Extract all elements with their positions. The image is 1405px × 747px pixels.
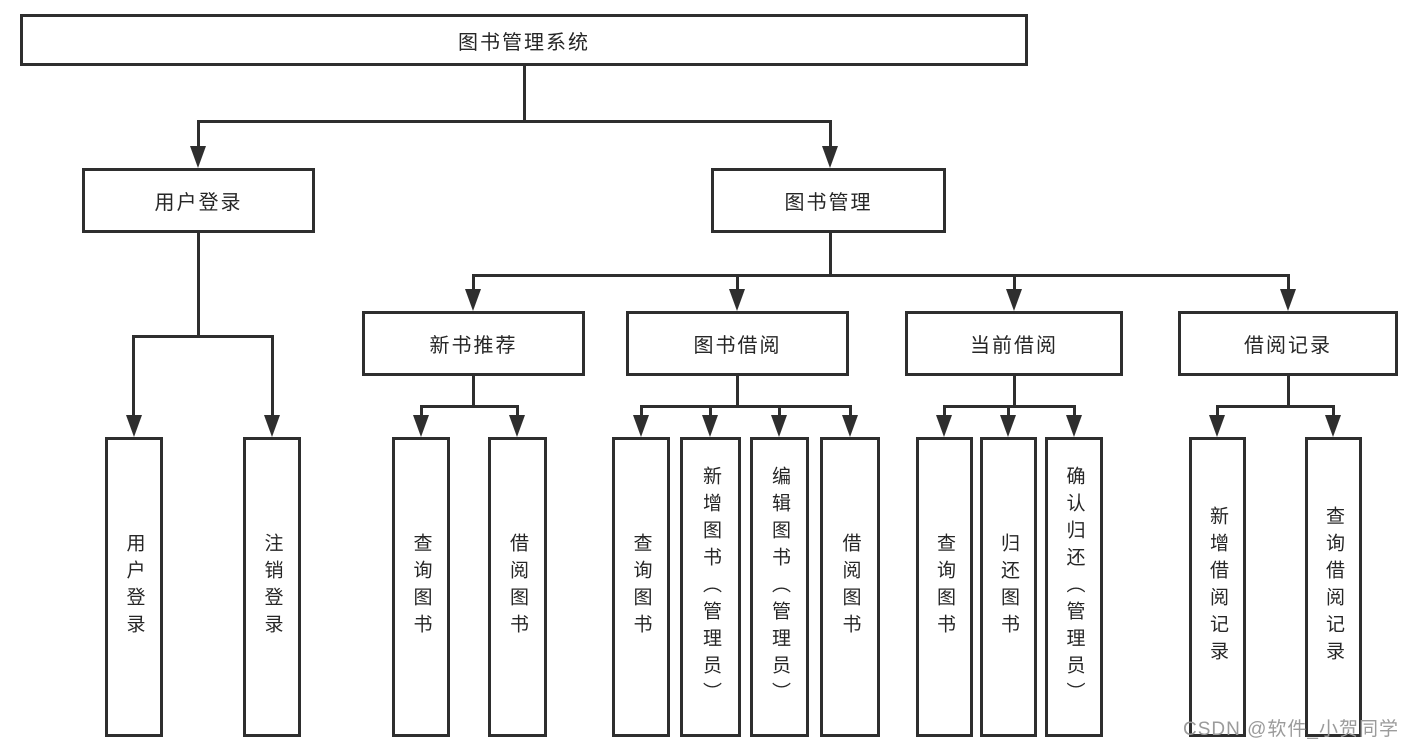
down-arrowhead-icon [771, 415, 787, 437]
new-book-stem-line [472, 376, 475, 405]
drop-line-borrow-records [1287, 274, 1290, 290]
leaf-user-login: 用户登录 [105, 437, 163, 737]
drop-line-current-borrow [1013, 274, 1016, 290]
leaf-query-borrow-record: 查询借阅记录 [1305, 437, 1362, 737]
drop-line-book-management [829, 120, 832, 148]
borrow-records-connector-line [1216, 405, 1335, 408]
drop-line-leaf [943, 405, 946, 417]
node-current-borrow: 当前借阅 [905, 311, 1123, 376]
root-stem-line [523, 66, 526, 120]
drop-line-leaf [640, 405, 643, 417]
user-login-stem-line [197, 233, 200, 335]
down-arrowhead-icon [729, 289, 745, 311]
drop-line-leaf [1332, 405, 1335, 417]
borrow-records-stem-line [1287, 376, 1290, 405]
down-arrowhead-icon [633, 415, 649, 437]
node-root: 图书管理系统 [20, 14, 1028, 66]
leaf-borrow-books: 借阅图书 [488, 437, 547, 737]
book-borrow-stem-line [736, 376, 739, 405]
down-arrowhead-icon [465, 289, 481, 311]
down-arrowhead-icon [264, 415, 280, 437]
drop-line-leaf [516, 405, 519, 417]
drop-line-book-borrow [736, 274, 739, 290]
down-arrowhead-icon [702, 415, 718, 437]
csdn-watermark: CSDN @软件_小贺同学 [1183, 719, 1399, 740]
leaf-add-borrow-record: 新增借阅记录 [1189, 437, 1246, 737]
down-arrowhead-icon [190, 146, 206, 168]
leaf-add-books-admin: 新增图书（管理员） [680, 437, 741, 737]
down-arrowhead-icon [509, 415, 525, 437]
current-borrow-stem-line [1013, 376, 1016, 405]
leaf-query-books: 查询图书 [392, 437, 450, 737]
drop-line-leaf [271, 335, 274, 417]
drop-line-leaf [132, 335, 135, 417]
leaf-return-books: 归还图书 [980, 437, 1037, 737]
drop-line-leaf [1073, 405, 1076, 417]
down-arrowhead-icon [1209, 415, 1225, 437]
down-arrowhead-icon [1280, 289, 1296, 311]
user-login-connector-line [132, 335, 274, 338]
book-borrow-connector-line [640, 405, 851, 408]
drop-line-leaf [1007, 405, 1010, 417]
node-new-book-recommend: 新书推荐 [362, 311, 585, 376]
book-management-stem-line [829, 233, 832, 274]
drop-line-leaf [1216, 405, 1219, 417]
leaf-confirm-return-admin: 确认归还（管理员） [1045, 437, 1103, 737]
leaf-borrow-books: 借阅图书 [820, 437, 880, 737]
level1-connector-line [197, 120, 832, 123]
node-borrow-records: 借阅记录 [1178, 311, 1398, 376]
leaf-logout: 注销登录 [243, 437, 301, 737]
down-arrowhead-icon [822, 146, 838, 168]
leaf-query-books: 查询图书 [612, 437, 670, 737]
leaf-edit-books-admin: 编辑图书（管理员） [750, 437, 809, 737]
node-book-borrow: 图书借阅 [626, 311, 849, 376]
new-book-connector-line [420, 405, 519, 408]
drop-line-leaf [709, 405, 712, 417]
level3-connector-line [472, 274, 1290, 277]
down-arrowhead-icon [842, 415, 858, 437]
drop-line-leaf [420, 405, 423, 417]
down-arrowhead-icon [1325, 415, 1341, 437]
drop-line-leaf [849, 405, 852, 417]
down-arrowhead-icon [126, 415, 142, 437]
drop-line-new-book [472, 274, 475, 290]
down-arrowhead-icon [1000, 415, 1016, 437]
down-arrowhead-icon [1006, 289, 1022, 311]
drop-line-leaf [778, 405, 781, 417]
node-book-management: 图书管理 [711, 168, 946, 233]
down-arrowhead-icon [413, 415, 429, 437]
down-arrowhead-icon [1066, 415, 1082, 437]
node-user-login: 用户登录 [82, 168, 315, 233]
leaf-query-books: 查询图书 [916, 437, 973, 737]
drop-line-user-login [197, 120, 200, 148]
down-arrowhead-icon [936, 415, 952, 437]
